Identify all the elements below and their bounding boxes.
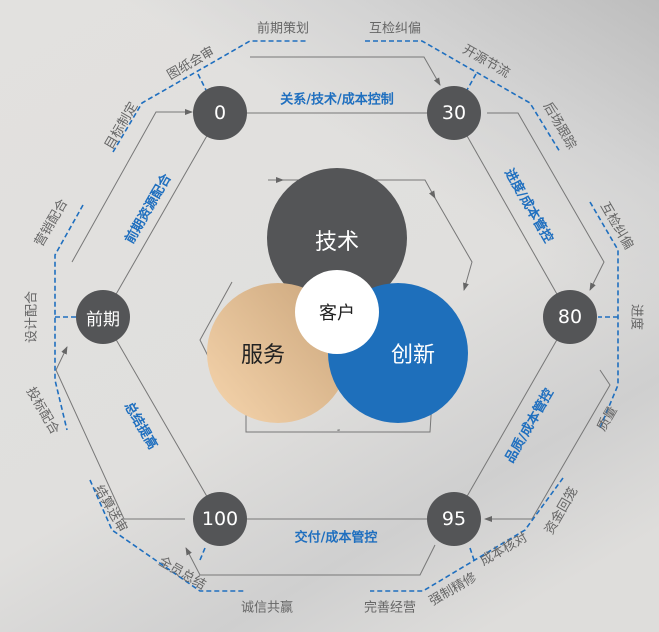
task-label: 设计配合 xyxy=(24,290,40,344)
service-circle: 服务 xyxy=(207,283,349,423)
node-pre: 前期 xyxy=(76,290,130,344)
service-label: 服务 xyxy=(240,343,285,368)
task-label: 诚信共赢 xyxy=(240,600,294,616)
tech-label: 技术 xyxy=(314,230,359,255)
task-label: 完善经营 xyxy=(363,600,417,616)
edge-label-bottom: 交付/成本管控 xyxy=(294,530,378,546)
node-95: 95 xyxy=(427,492,481,546)
task-label: 前期策划 xyxy=(256,21,310,37)
node-100: 100 xyxy=(193,492,247,546)
customer-label: 客户 xyxy=(319,303,355,324)
node-80: 80 xyxy=(543,290,597,344)
task-label: 进度 xyxy=(628,303,644,331)
node-30: 30 xyxy=(427,86,481,140)
innovation-circle: 创新 xyxy=(328,283,468,423)
customer-circle: 客户 xyxy=(295,270,379,354)
node-0: 0 xyxy=(193,86,247,140)
edge-label-top: 关系/技术/成本控制 xyxy=(280,92,394,108)
innovation-label: 创新 xyxy=(390,343,435,368)
task-label: 互检纠偏 xyxy=(368,21,422,37)
